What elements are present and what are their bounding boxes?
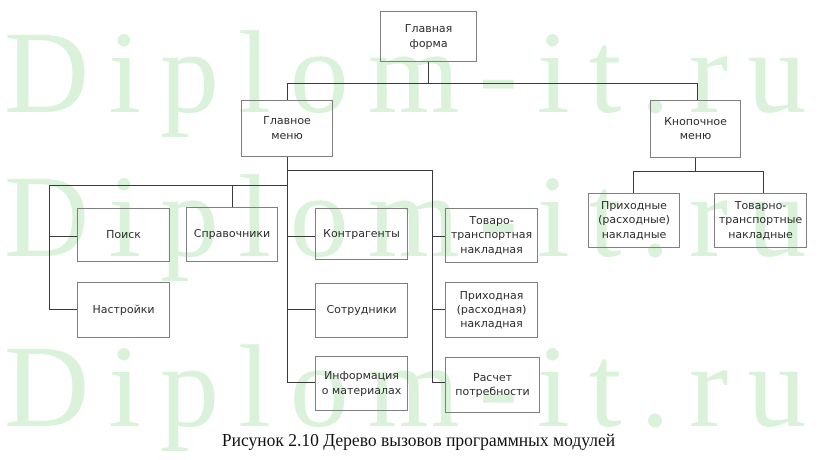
connector	[763, 171, 764, 193]
connector	[287, 170, 433, 171]
node-directories: Справочники	[186, 207, 278, 262]
connector	[49, 236, 77, 237]
node-contractors: Контрагенты	[315, 208, 408, 260]
watermark-text: Diplom-it.ru	[4, 151, 826, 282]
node-demand-calculation: Расчет потребности	[445, 357, 540, 413]
node-income-expense-invoices: Приходные (расходные) накладные	[588, 193, 680, 248]
connector	[287, 83, 698, 84]
connector	[697, 83, 698, 100]
node-income-expense-invoice: Приходная (расходная) накладная	[445, 282, 538, 338]
connector	[695, 158, 696, 171]
connector	[287, 83, 288, 100]
node-main-form: Главная форма	[380, 11, 477, 62]
connector	[287, 382, 315, 383]
connector	[633, 171, 764, 172]
connector	[432, 236, 445, 237]
connector	[432, 170, 433, 383]
connector	[232, 185, 233, 207]
node-settings: Настройки	[77, 282, 170, 338]
connector	[287, 157, 288, 383]
connector	[432, 382, 445, 383]
connector	[432, 309, 445, 310]
node-employees: Сотрудники	[315, 283, 408, 338]
node-search: Поиск	[77, 208, 170, 262]
figure-caption: Рисунок 2.10 Дерево вызовов программных …	[221, 430, 616, 450]
connector	[49, 185, 288, 186]
watermark-text: Diplom-it.ru	[4, 7, 826, 138]
node-goods-transport-invoice: Товаро-транспортная накладная	[445, 208, 538, 263]
connector	[287, 309, 315, 310]
node-goods-transport-invoices: Товарно-транспортные накладные	[714, 193, 807, 248]
node-main-menu: Главное меню	[241, 100, 333, 157]
connector	[428, 62, 429, 83]
connector	[287, 236, 315, 237]
connector	[49, 185, 50, 310]
connector	[633, 171, 634, 193]
node-material-info: Информация о материалах	[315, 356, 408, 411]
node-button-menu: Кнопочное меню	[650, 100, 741, 158]
watermark-text: Diplom-it.ru	[4, 321, 826, 452]
connector	[49, 309, 77, 310]
